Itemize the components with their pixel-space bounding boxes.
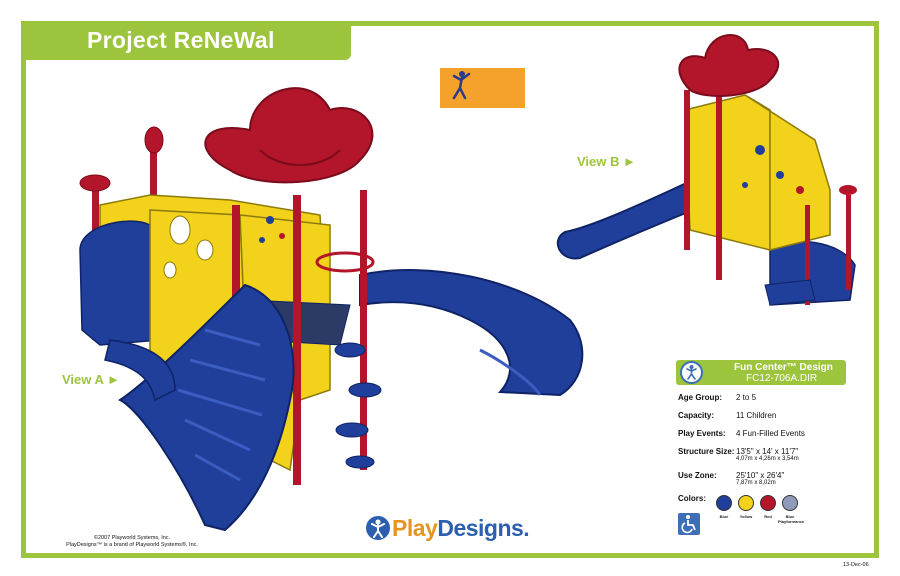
capacity-value: 11 Children [736,411,777,420]
play-events-label: Play Events: [678,429,726,438]
use-zone-label: Use Zone: [678,471,717,480]
age-group-label: Age Group: [678,393,722,402]
copyright-line-2: PlayDesigns™ is a brand of Playworld Sys… [66,542,198,548]
design-name: Fun Center™ Design [734,362,833,373]
use-zone-metric: 7,87m x 8,02m [736,480,776,486]
page-border [21,21,879,558]
view-b-label: View B ► [577,154,636,169]
colors-label: Colors: [678,494,706,503]
view-a-illustration [79,87,584,532]
brand-play: Play [392,515,438,541]
age-group-value: 2 to 5 [736,393,757,402]
color-swatch-blue [716,495,732,511]
structure-size-value: 13'5" x 14' x 11'7" [736,447,799,456]
child-figure-icon [452,71,471,100]
copyright-notice: ©2007 Playworld Systems, Inc. PlayDesign… [37,535,227,549]
view-b-illustration [556,34,857,306]
use-zone-value: 25'10" x 26'4" [736,471,785,480]
color-name-red: Red [764,514,772,519]
design-info-panel: Fun Center™ Design FC12-706A.DIR Age Gro… [676,360,846,530]
structure-size-label: Structure Size: [678,447,735,456]
wheelchair-accessible-icon [678,513,700,535]
color-name-blue-playformance: Blue Playformance [778,514,805,524]
color-swatch-red [760,495,776,511]
view-a-label: View A ► [62,372,120,387]
date-stamp: 13-Dec-06 [843,562,869,568]
child-figure-icon [680,361,703,384]
color-swatch-blue-playformance [782,495,798,511]
copyright-line-1: ©2007 Playworld Systems, Inc. [93,535,171,541]
play-events-value: 4 Fun-Filled Events [736,429,805,438]
playdesigns-logo-icon [366,516,390,540]
structure-size-metric: 4,07m x 4,26m x 3,54m [736,456,799,462]
design-header: Fun Center™ Design FC12-706A.DIR [676,360,846,385]
brand-designs: Designs. [437,515,530,541]
page-title: Project ReNeWal [87,27,275,53]
design-code: FC12-706A.DIR [746,373,818,384]
playdesigns-logo: PlayDesigns. [366,514,530,544]
color-name-yellow: Yellow [739,514,753,519]
capacity-label: Capacity: [678,411,715,420]
dealer-logo-card [440,68,525,108]
color-name-blue: Blue [719,514,729,519]
brand-wordmark: PlayDesigns. [392,515,530,542]
color-swatch-yellow [738,495,754,511]
title-banner: Project ReNeWal [21,21,351,60]
